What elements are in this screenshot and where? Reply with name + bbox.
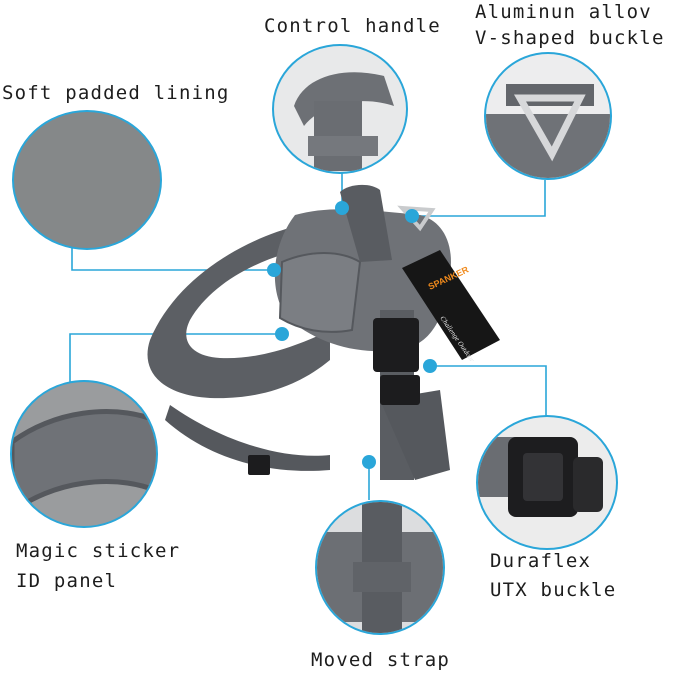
callout-dot-vbuckle bbox=[405, 209, 419, 223]
harness-body bbox=[147, 184, 451, 480]
callout-dot-sticker bbox=[275, 327, 289, 341]
label-control-handle: Control handle bbox=[264, 15, 441, 37]
label-duraflex-line1: Duraflex bbox=[490, 550, 592, 572]
magic-sticker-closeup bbox=[12, 409, 156, 516]
detail-circle-magic-sticker bbox=[10, 380, 158, 528]
label-magic-line2: ID panel bbox=[16, 570, 118, 592]
control-handle-closeup bbox=[294, 72, 394, 171]
label-aluminum-line1: Aluminun allov bbox=[475, 1, 652, 23]
detail-circle-v-buckle bbox=[484, 52, 612, 180]
v-buckle-closeup bbox=[486, 84, 610, 178]
duraflex-closeup bbox=[478, 437, 603, 517]
callout-dot-utx bbox=[423, 359, 437, 373]
moved-strap-closeup bbox=[317, 502, 443, 633]
label-moved-strap: Moved strap bbox=[311, 649, 451, 671]
label-soft-lining: Soft padded lining bbox=[2, 82, 230, 104]
callout-dot-lining bbox=[267, 263, 281, 277]
callout-dot-handle bbox=[335, 201, 349, 215]
callout-dot-strap bbox=[362, 455, 376, 469]
label-magic-line1: Magic sticker bbox=[16, 540, 181, 562]
label-duraflex-line2: UTX buckle bbox=[490, 579, 617, 601]
detail-circle-soft-lining bbox=[12, 110, 162, 250]
label-aluminum-line2: V-shaped buckle bbox=[475, 27, 665, 49]
detail-circle-control-handle bbox=[272, 44, 408, 174]
detail-circle-moved-strap bbox=[315, 500, 445, 635]
detail-circle-duraflex bbox=[476, 415, 618, 550]
